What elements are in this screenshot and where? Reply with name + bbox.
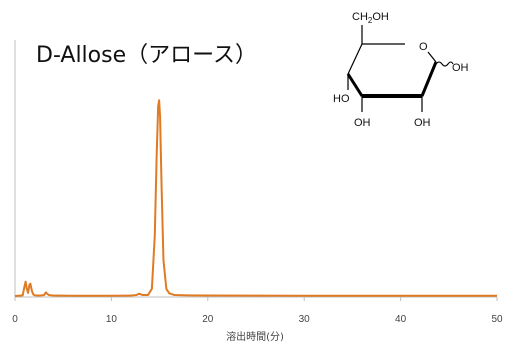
allose-structure-diagram: CH2OH O OH HO OH OH (333, 11, 469, 129)
ring-c5-c4-bond (347, 43, 363, 75)
series-layer (14, 99, 497, 297)
c4-ho-label: HO (333, 93, 350, 105)
ring-oxygen-label: O (419, 41, 428, 53)
ring-o-c1-bond (427, 51, 437, 63)
c2-oh-label: OH (414, 117, 431, 129)
chart-axes (14, 40, 497, 298)
x-axis-ticks: 0 10 20 30 40 50 (12, 297, 503, 325)
x-tick-label: 40 (395, 314, 407, 325)
anomeric-wavy-bond (435, 61, 454, 67)
ch2oh-label: CH2OH (352, 11, 389, 25)
anomeric-oh-label: OH (452, 62, 469, 74)
x-tick-label: 0 (12, 314, 18, 325)
c3-oh-label: OH (354, 117, 371, 129)
x-tick-label: 30 (299, 314, 311, 325)
x-tick-label: 10 (106, 314, 118, 325)
chart-title: D-Allose（アロース） (36, 43, 257, 68)
x-tick-label: 50 (491, 314, 503, 325)
ring-c4-c3-bond (346, 73, 364, 97)
ring-c2-c1-bond (420, 61, 438, 97)
x-tick-label: 20 (202, 314, 214, 325)
series-line-0 (14, 99, 497, 297)
x-axis-label: 溶出時間(分) (226, 330, 284, 343)
